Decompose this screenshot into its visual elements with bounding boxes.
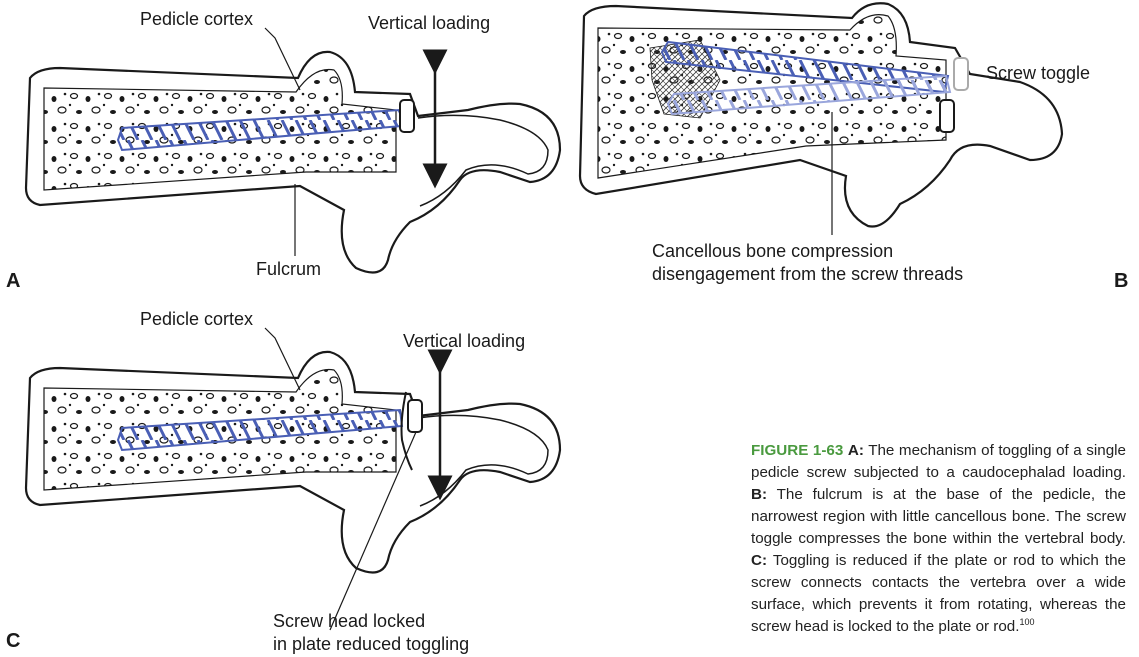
caption-c-tag: C: xyxy=(751,552,767,569)
cortex-leader-a xyxy=(265,28,300,90)
panel-letter-c: C xyxy=(6,630,20,653)
figure-id: FIGURE 1-63 xyxy=(751,442,843,459)
panel-letter-a: A xyxy=(6,270,20,293)
screw-head-a xyxy=(400,100,414,132)
panel-letter-b: B xyxy=(1114,270,1128,293)
label-pedicle-cortex-a: Pedicle cortex xyxy=(140,8,253,30)
label-screw-toggle-b: Screw toggle xyxy=(986,62,1090,84)
screw-head-toggled-b xyxy=(940,100,954,132)
panel-c-drawing xyxy=(26,328,560,630)
label-screw-head-locked-line2-c: in plate reduced toggling xyxy=(273,633,469,655)
caption-c-text: Toggling is reduced if the plate or rod … xyxy=(751,552,1126,635)
label-vertical-loading-c: Vertical loading xyxy=(403,330,525,352)
label-compression-line2-b: disengagement from the screw threads xyxy=(652,263,963,285)
label-compression-line1-b: Cancellous bone compression xyxy=(652,240,893,262)
panel-b-drawing xyxy=(580,3,1062,235)
label-pedicle-cortex-c: Pedicle cortex xyxy=(140,308,253,330)
cortex-leader-c xyxy=(265,328,300,390)
figure-caption: FIGURE 1-63 A: The mechanism of toggling… xyxy=(751,440,1126,638)
caption-reference: 100 xyxy=(1019,617,1034,627)
caption-b-tag: B: xyxy=(751,486,767,503)
caption-b-text: The fulcrum is at the base of the pedicl… xyxy=(751,486,1126,547)
caption-a-tag: A: xyxy=(848,442,864,459)
panel-a-drawing xyxy=(26,28,560,273)
label-screw-head-locked-line1-c: Screw head locked xyxy=(273,610,425,632)
screw-head-original-b xyxy=(954,58,968,90)
posterior-element-a xyxy=(418,115,548,206)
label-fulcrum-a: Fulcrum xyxy=(256,258,321,280)
posterior-element-c xyxy=(418,415,548,506)
screw-head-locked-c xyxy=(408,400,422,432)
label-vertical-loading-a: Vertical loading xyxy=(368,12,490,34)
